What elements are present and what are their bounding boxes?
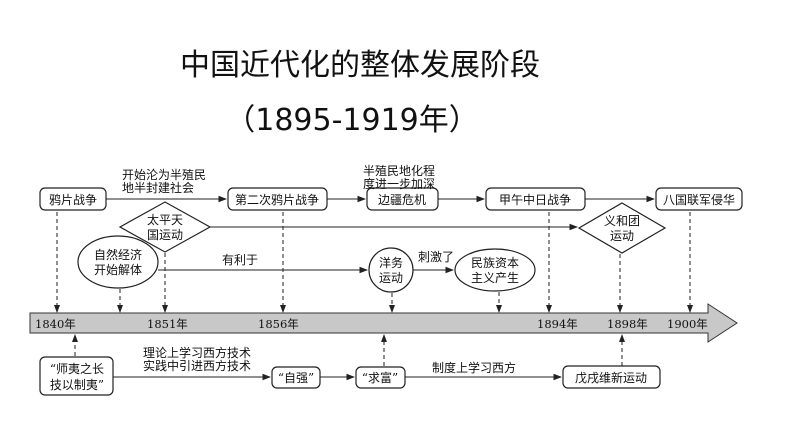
svg-text:第二次鸦片战争: 第二次鸦片战争 [235, 192, 319, 207]
timeline-arrow [29, 303, 738, 343]
svg-text:义和团: 义和团 [604, 214, 640, 228]
svg-text:自然经济: 自然经济 [94, 247, 142, 262]
svg-text:太平天: 太平天 [147, 212, 183, 227]
label-theory: 理论上学习西方技术 [143, 345, 251, 360]
svg-text:运动: 运动 [379, 271, 403, 285]
svg-text:1894年: 1894年 [537, 317, 578, 331]
svg-text:技以制夷”: 技以制夷” [50, 377, 104, 392]
label-favorable: 有利于 [222, 253, 258, 267]
page-title: 中国近代化的整体发展阶段 [180, 48, 540, 83]
label-practice: 实践中引进西方技术 [143, 358, 251, 373]
event-second-opium-war: 第二次鸦片战争 [227, 187, 328, 211]
svg-text:“自强”: “自强” [278, 371, 314, 385]
svg-text:“求富”: “求富” [362, 370, 398, 385]
page-subtitle: （1895-1919年） [225, 103, 479, 138]
note-semi-colonial: 开始沦为半殖民 [122, 167, 206, 182]
event-frontier-crisis: 边疆危机 [366, 187, 439, 211]
note-deepening-2: 度进一步加深 [363, 176, 435, 191]
svg-text:“师夷之长: “师夷之长 [50, 361, 104, 376]
box-self-strengthening: “自强” [271, 366, 321, 389]
svg-text:1851年: 1851年 [147, 317, 188, 331]
svg-text:边疆危机: 边疆危机 [378, 193, 426, 207]
svg-text:1898年: 1898年 [607, 317, 648, 331]
box-seeking-wealth: “求富” [355, 366, 406, 389]
dashed-connectors [54, 212, 693, 366]
svg-text:运动: 运动 [610, 229, 634, 243]
svg-text:主义产生: 主义产生 [471, 271, 519, 285]
svg-text:国运动: 国运动 [147, 228, 183, 242]
event-sino-japanese-war: 甲午中日战争 [485, 187, 586, 211]
note-deepening: 半殖民地化程 [363, 163, 435, 178]
event-opium-war: 鸦片战争 [39, 187, 107, 211]
svg-text:鸦片战争: 鸦片战争 [49, 192, 97, 207]
svg-text:八国联军侵华: 八国联军侵华 [663, 192, 735, 207]
event-eight-nation-alliance: 八国联军侵华 [655, 187, 743, 211]
svg-text:戊戌维新运动: 戊戌维新运动 [575, 370, 647, 385]
svg-text:洋务: 洋务 [379, 255, 403, 270]
svg-text:1840年: 1840年 [35, 317, 76, 331]
label-system: 制度上学习西方 [432, 360, 516, 375]
svg-text:1856年: 1856年 [258, 317, 299, 331]
label-stimulated: 刺激了 [418, 250, 454, 264]
box-hundred-days-reform: 戊戌维新运动 [562, 365, 661, 389]
timeline-years: 1840年 1851年 1856年 1894年 1898年 1900年 [35, 317, 708, 331]
svg-text:开始解体: 开始解体 [94, 263, 142, 277]
svg-text:甲午中日战争: 甲午中日战争 [499, 192, 571, 207]
note-semi-colonial-2: 地半封建社会 [122, 180, 194, 195]
svg-text:民族资本: 民族资本 [471, 256, 519, 270]
svg-text:1900年: 1900年 [667, 317, 708, 331]
